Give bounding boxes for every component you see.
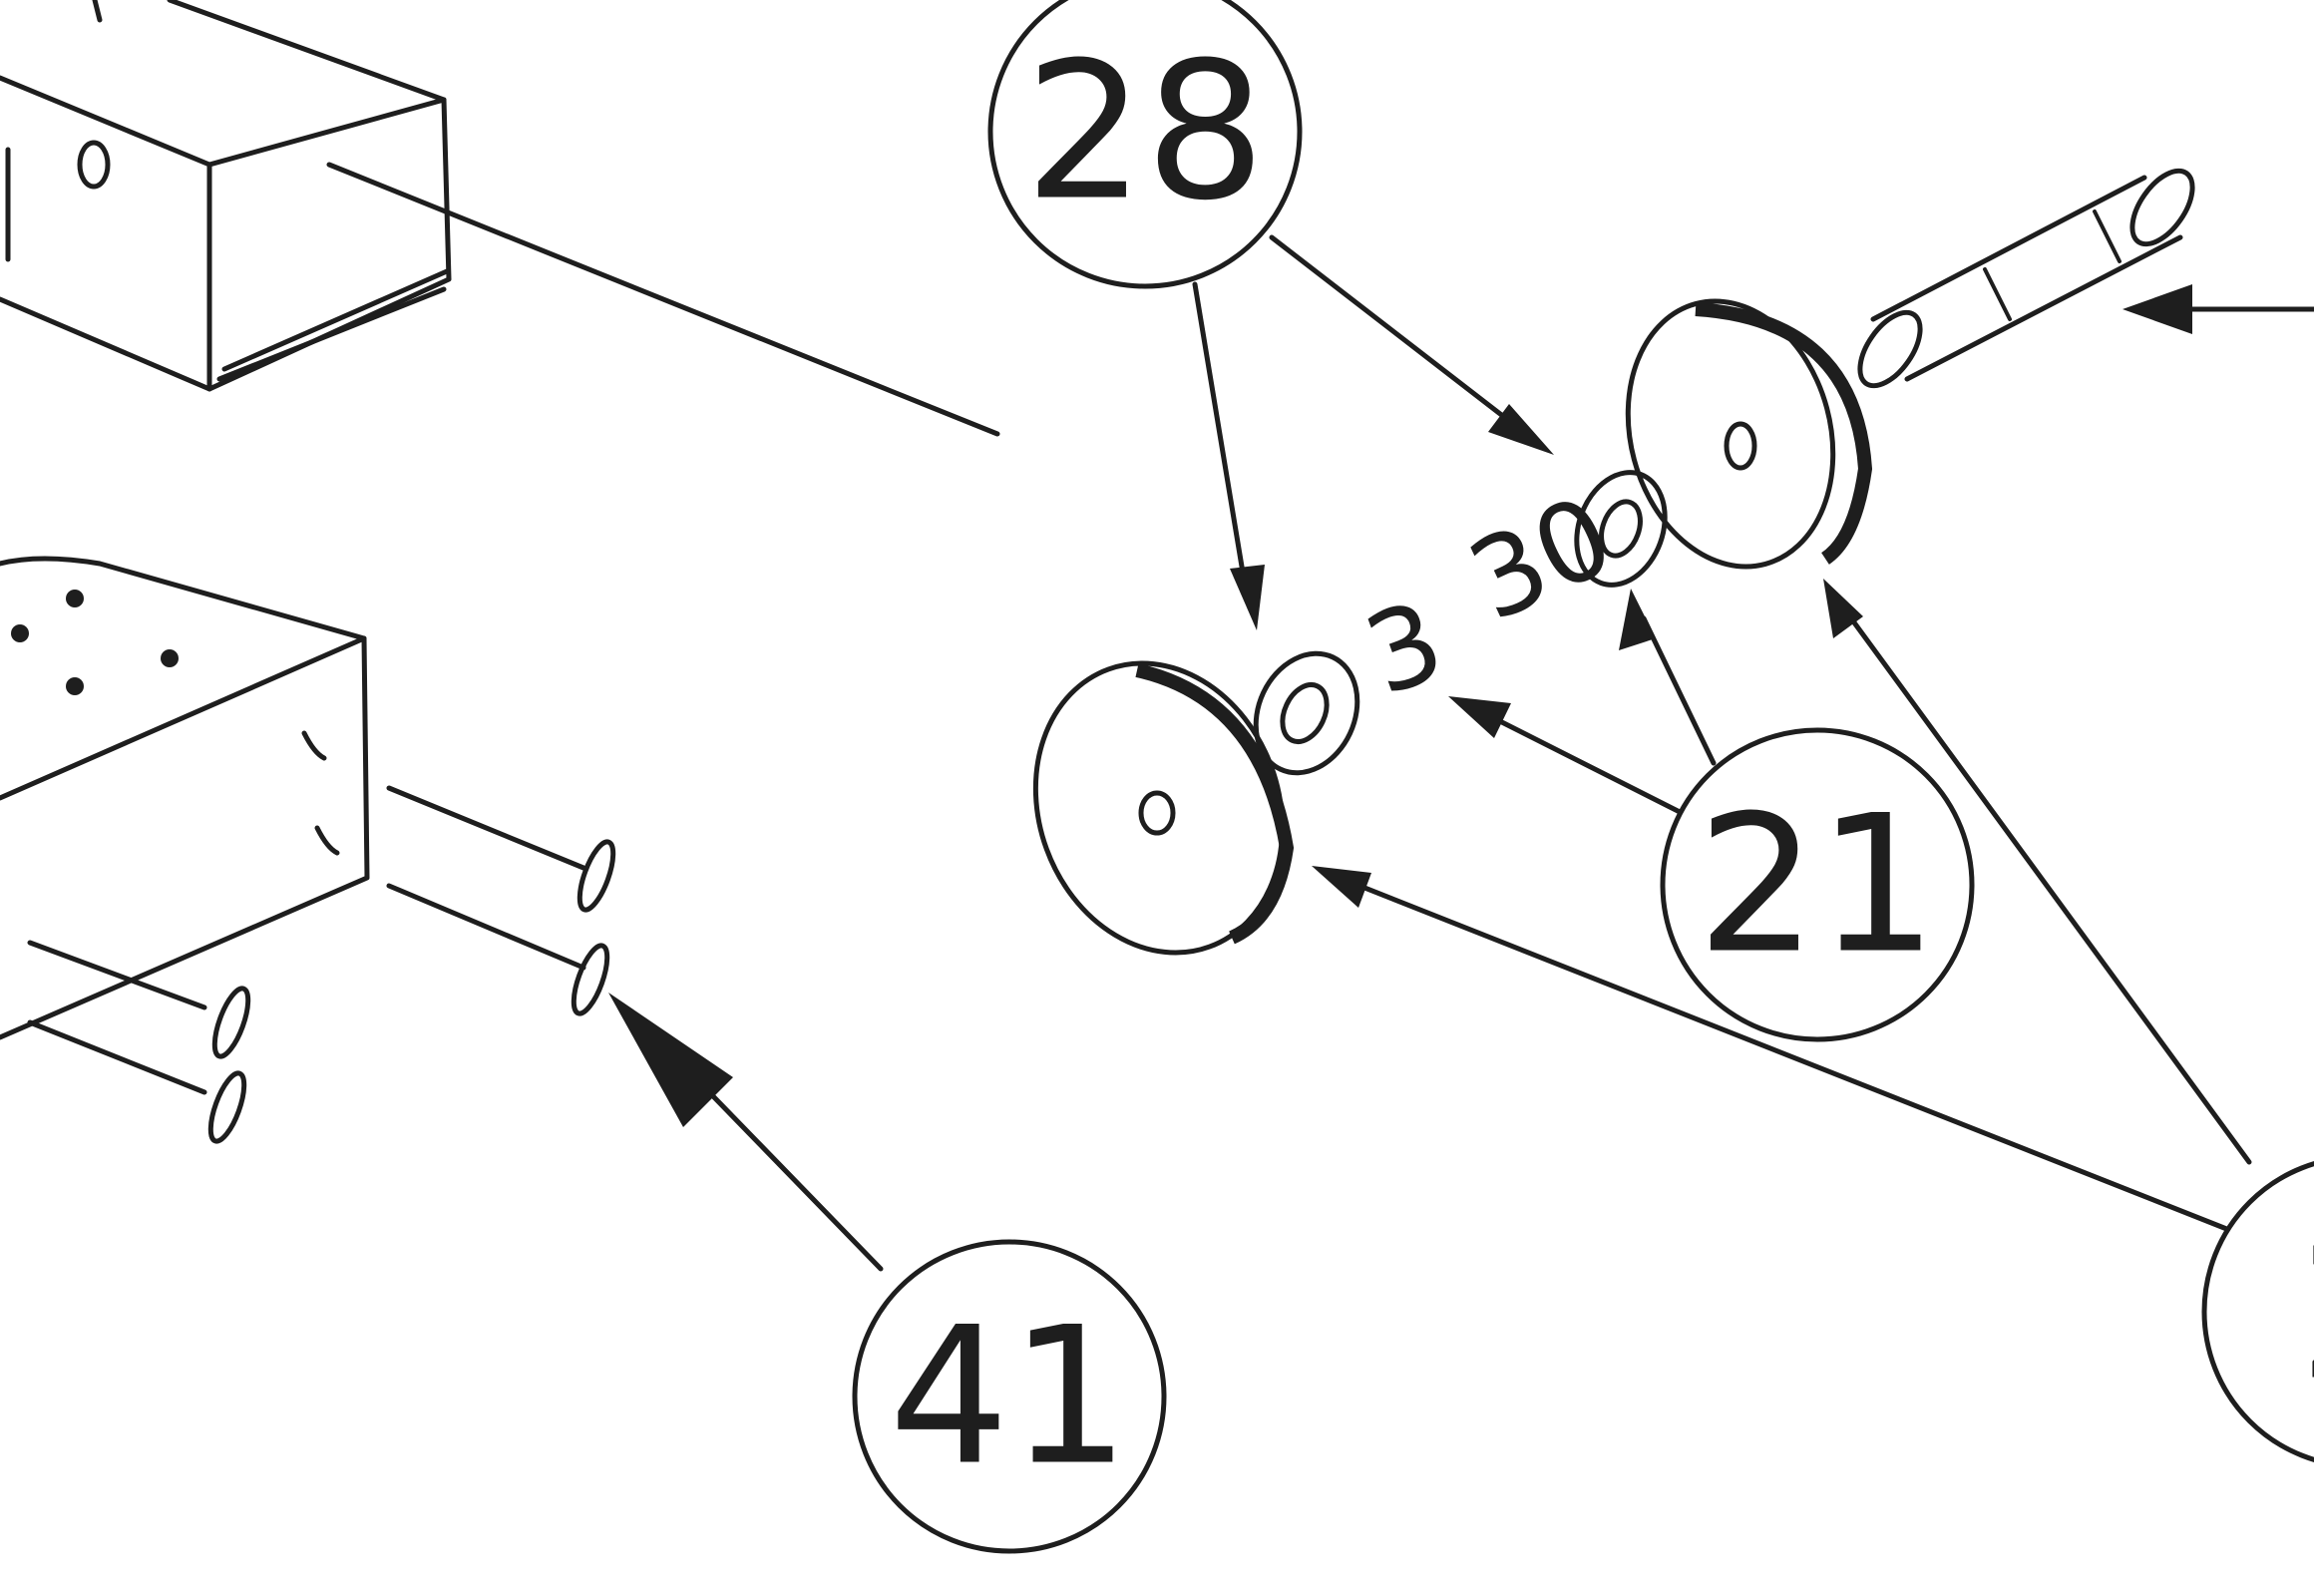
callout-41: 41: [852, 1239, 1167, 1554]
hole: [66, 677, 84, 695]
screws: [207, 839, 616, 1144]
arrowheads: [608, 284, 2192, 1127]
label-3: 3: [1350, 577, 1459, 720]
arrowhead: [608, 993, 733, 1127]
lower-block: [0, 556, 586, 1095]
arrowhead: [2122, 284, 2192, 334]
callout-28-number: 28: [1024, 22, 1266, 242]
callout-2-number: 2: [2299, 1202, 2314, 1422]
arrowhead: [1448, 696, 1511, 738]
callout-21: 21: [1660, 727, 1975, 1042]
callout-28: 28: [987, 0, 1303, 289]
arrowhead: [1488, 404, 1554, 455]
hole: [11, 624, 29, 642]
arrowhead: [1312, 866, 1371, 908]
hole: [66, 590, 84, 607]
left-wheel: [1032, 660, 1295, 956]
label-30: 30: [1451, 471, 1632, 645]
arrowhead: [1619, 589, 1656, 650]
callout-21-number: 21: [1697, 775, 1938, 996]
hole: [161, 649, 179, 667]
callout-41-number: 41: [889, 1287, 1130, 1507]
arrowhead: [1823, 579, 1863, 638]
callout-2-partial: 2: [2201, 1161, 2314, 1462]
axle-pin: [1857, 168, 2195, 389]
arrowhead: [1230, 565, 1265, 630]
upper-box: [0, 0, 1000, 437]
right-wheel: [1625, 298, 1873, 570]
